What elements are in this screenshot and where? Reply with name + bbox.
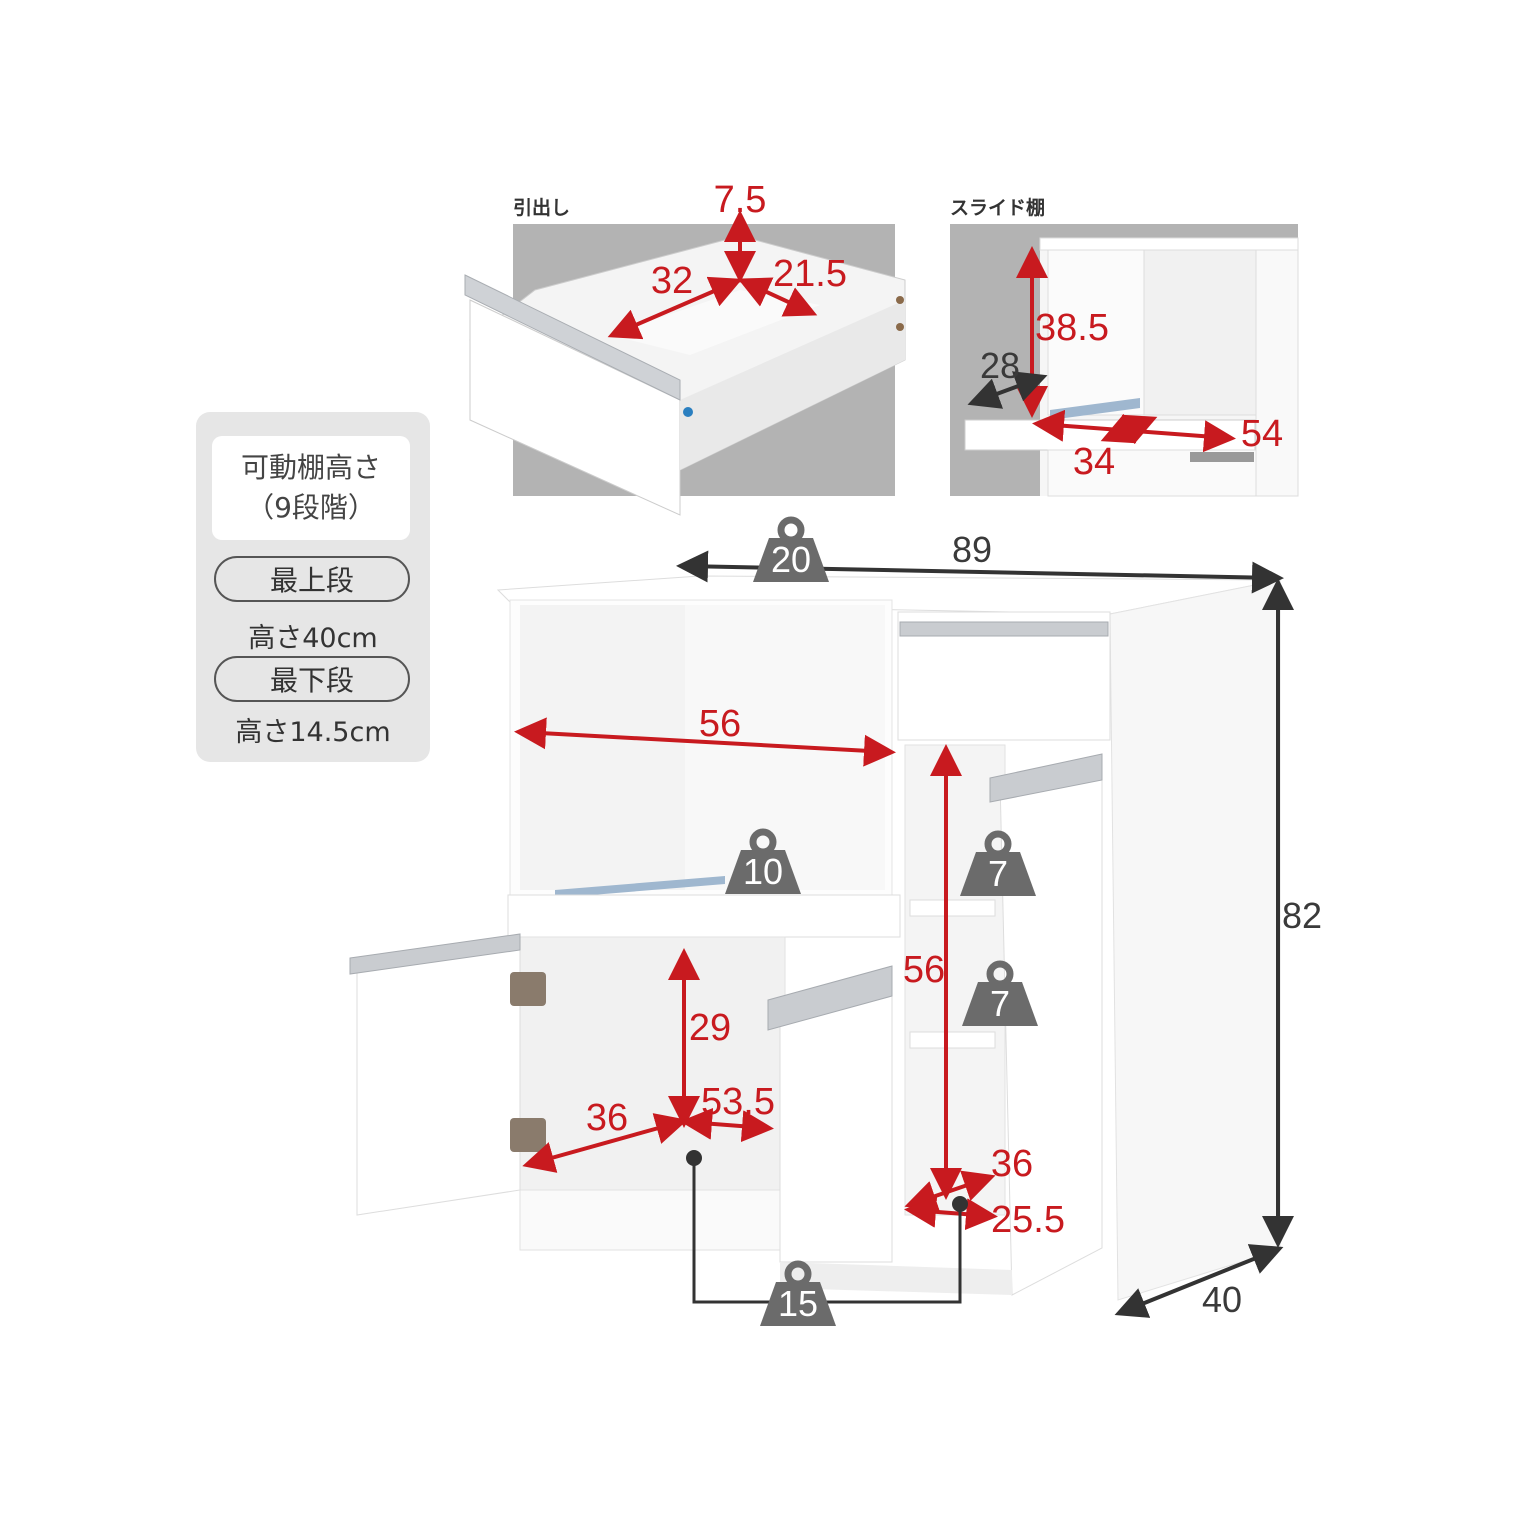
drawer-panel: 引出し 7.5 32 21.5 (464, 179, 906, 516)
drawer-dimension-lines (607, 210, 818, 340)
slide-shelf-height-label: 38.5 (1035, 307, 1109, 349)
weight-icon-right-middle: 7 (962, 964, 1038, 1026)
lower-height-label: 29 (689, 1007, 731, 1049)
load-right-upper-label: 7 (988, 853, 1008, 894)
slide-shelf-caption: スライド棚 (950, 196, 1045, 219)
drawer-height-label: 7.5 (714, 179, 767, 221)
weight-icon-top: 20 (753, 520, 829, 582)
adjustable-shelf-info-box: 可動棚高さ （9段階） 最上段 高さ40cm 最下段 高さ14.5cm (196, 412, 430, 762)
total-depth-label: 40 (1202, 1279, 1242, 1320)
total-width-label: 89 (952, 529, 992, 570)
slide-shelf-inner-label: 34 (1073, 441, 1115, 483)
slide-shelf-outer-label: 54 (1241, 413, 1283, 455)
top-shelf-pill: 最上段 (214, 556, 410, 602)
slide-shelf-panel: スライド棚 38.5 28 34 54 (950, 196, 1299, 497)
right-column-height-label: 56 (903, 949, 945, 991)
right-depth-label: 25.5 (991, 1199, 1065, 1241)
bottom-shelf-pill: 最下段 (214, 656, 410, 702)
weight-icon-right-upper: 7 (960, 834, 1036, 896)
open-shelf-width-label: 56 (699, 703, 741, 745)
info-title: 可動棚高さ （9段階） (212, 436, 410, 540)
load-top-label: 20 (771, 539, 811, 580)
drawer-caption: 引出し (513, 196, 570, 219)
main-dimension-lines (514, 550, 1294, 1318)
weight-icon-open-shelf: 10 (725, 832, 801, 894)
drawer-depth-label: 21.5 (773, 253, 847, 295)
info-title-line2: （9段階） (246, 491, 376, 524)
lower-depth-label: 53.5 (701, 1081, 775, 1123)
load-open-shelf-label: 10 (743, 851, 783, 892)
main-cabinet-illustration (349, 575, 1281, 1301)
top-shelf-height: 高さ40cm (248, 623, 378, 654)
lower-width-label: 36 (586, 1097, 628, 1139)
load-bottom-label: 15 (778, 1283, 818, 1324)
slide-shelf-illustration (964, 237, 1299, 497)
total-height-label: 82 (1282, 895, 1322, 936)
slide-shelf-depth-label: 28 (980, 345, 1020, 386)
weight-icon-bottom: 15 (760, 1264, 836, 1326)
info-title-line1: 可動棚高さ (240, 451, 381, 484)
slide-shelf-dimension-lines (967, 246, 1236, 453)
drawer-width-label: 32 (651, 260, 693, 302)
load-right-middle-label: 7 (990, 983, 1010, 1024)
right-width-label: 36 (991, 1143, 1033, 1185)
bottom-shelf-height: 高さ14.5cm (235, 717, 391, 748)
